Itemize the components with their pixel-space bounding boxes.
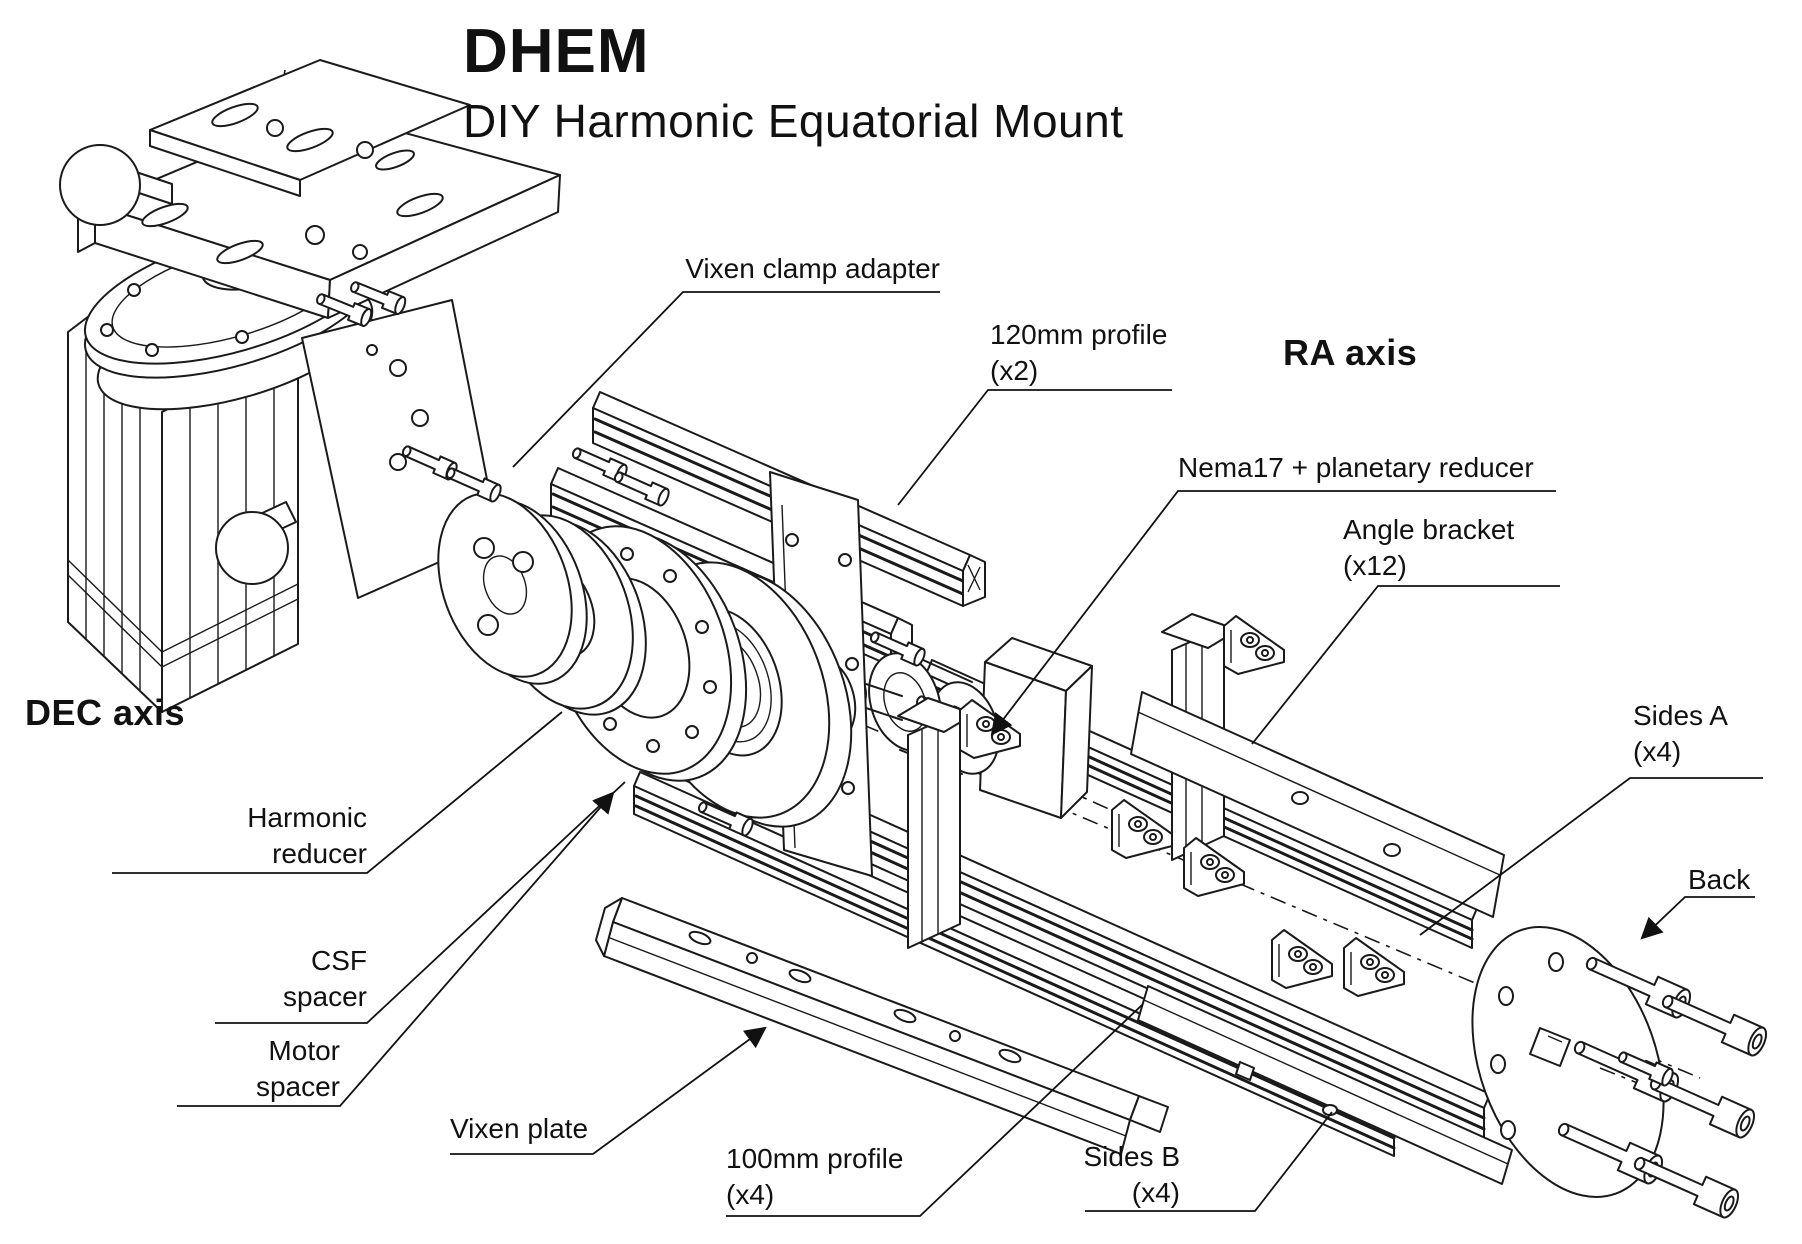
sides-b-plate <box>1137 985 1513 1185</box>
sides-a-plate <box>1130 691 1505 918</box>
clutch-knob <box>215 511 289 585</box>
callout-sides-a: Sides A (x4) <box>1633 700 1728 767</box>
callout-120mm-profile: 120mm profile (x2) <box>990 319 1168 386</box>
vixen-clamp-adapter-part <box>437 492 573 678</box>
clamp-knob <box>59 144 141 226</box>
saddle-slots <box>141 102 444 265</box>
back-plate <box>1471 926 1665 1198</box>
page-title: DHEM <box>463 17 650 86</box>
page-subtitle: DIY Harmonic Equatorial Mount <box>463 95 1124 147</box>
callout-motor-spacer: Motor spacer <box>255 1035 340 1102</box>
callout-vixen-clamp-adapter: Vixen clamp adapter <box>685 253 940 284</box>
dec-axis-label: DEC axis <box>25 692 186 733</box>
callout-100mm-profile: 100mm profile (x4) <box>726 1143 904 1210</box>
callout-back: Back <box>1688 864 1751 895</box>
callout-nema17-planetary-reducer: Nema17 + planetary reducer <box>1178 452 1534 483</box>
ra-reducer-stack <box>398 440 974 838</box>
callout-vixen-plate: Vixen plate <box>450 1113 589 1144</box>
callout-harmonic-reducer: Harmonic reducer <box>247 802 367 869</box>
ra-axis-label: RA axis <box>1283 332 1418 373</box>
callout-angle-bracket: Angle bracket (x12) <box>1343 514 1515 581</box>
callout-sides-b: Sides B (x4) <box>1083 1141 1181 1208</box>
callout-csf-spacer: CSF spacer <box>282 945 367 1012</box>
callout-leaders <box>112 291 1763 1217</box>
